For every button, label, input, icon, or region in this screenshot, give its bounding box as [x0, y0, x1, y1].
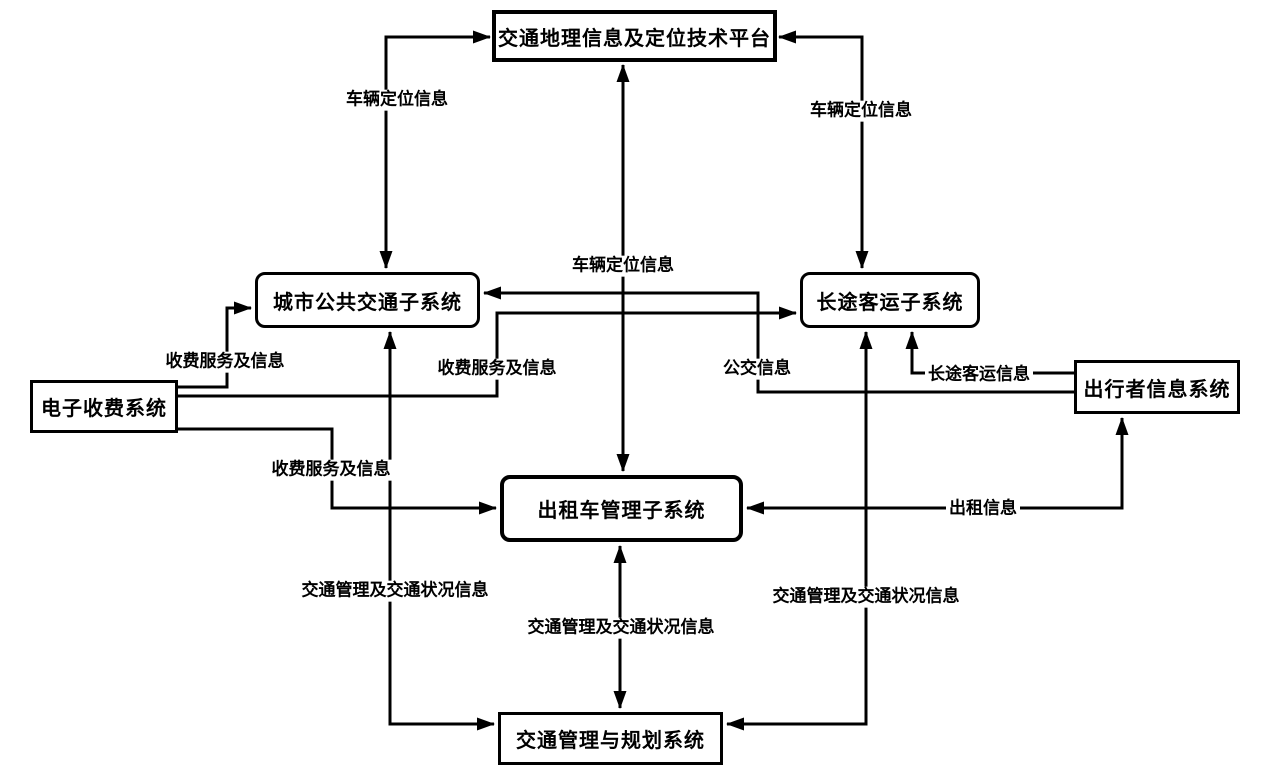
edge-citybus-platform	[379, 30, 491, 269]
edge-etc-longdist	[178, 306, 797, 398]
edge-label-traffic-mgmt-left: 交通管理及交通状况信息	[298, 580, 492, 602]
node-traffic-mgmt-planning: 交通管理与规划系统	[498, 712, 723, 765]
edge-label-fee-service-longdist: 收费服务及信息	[434, 358, 560, 380]
edge-etc-citybus	[178, 301, 252, 389]
edge-label-longdist-info: 长途客运信息	[925, 364, 1033, 386]
node-taxi-management: 出租车管理子系统	[500, 475, 743, 542]
edge-tmp-longdist	[726, 331, 873, 731]
edge-label-fee-service-citybus: 收费服务及信息	[162, 351, 288, 373]
node-long-distance-transport: 长途客运子系统	[800, 272, 980, 328]
edge-longdist-platform	[778, 30, 869, 269]
node-electronic-toll-system: 电子收费系统	[30, 380, 178, 433]
edge-label-traffic-mgmt-right: 交通管理及交通状况信息	[769, 586, 963, 608]
edge-label-vehicle-position-center: 车辆定位信息	[569, 255, 677, 277]
edge-tmp-citybus	[383, 331, 495, 731]
edge-label-bus-info: 公交信息	[720, 358, 794, 380]
edge-label-vehicle-position-left: 车辆定位信息	[343, 89, 451, 111]
edge-label-taxi-info: 出租信息	[946, 498, 1020, 520]
edge-taxi-traveler	[746, 417, 1129, 515]
edge-label-traffic-mgmt-center: 交通管理及交通状况信息	[524, 617, 718, 639]
edge-label-vehicle-position-right: 车辆定位信息	[807, 100, 915, 122]
edge-label-fee-service-taxi: 收费服务及信息	[268, 459, 394, 481]
node-urban-public-transport: 城市公共交通子系统	[255, 272, 480, 328]
node-traveler-info-system: 出行者信息系统	[1074, 360, 1240, 414]
node-geo-info-positioning-platform: 交通地理信息及定位技术平台	[492, 10, 777, 62]
